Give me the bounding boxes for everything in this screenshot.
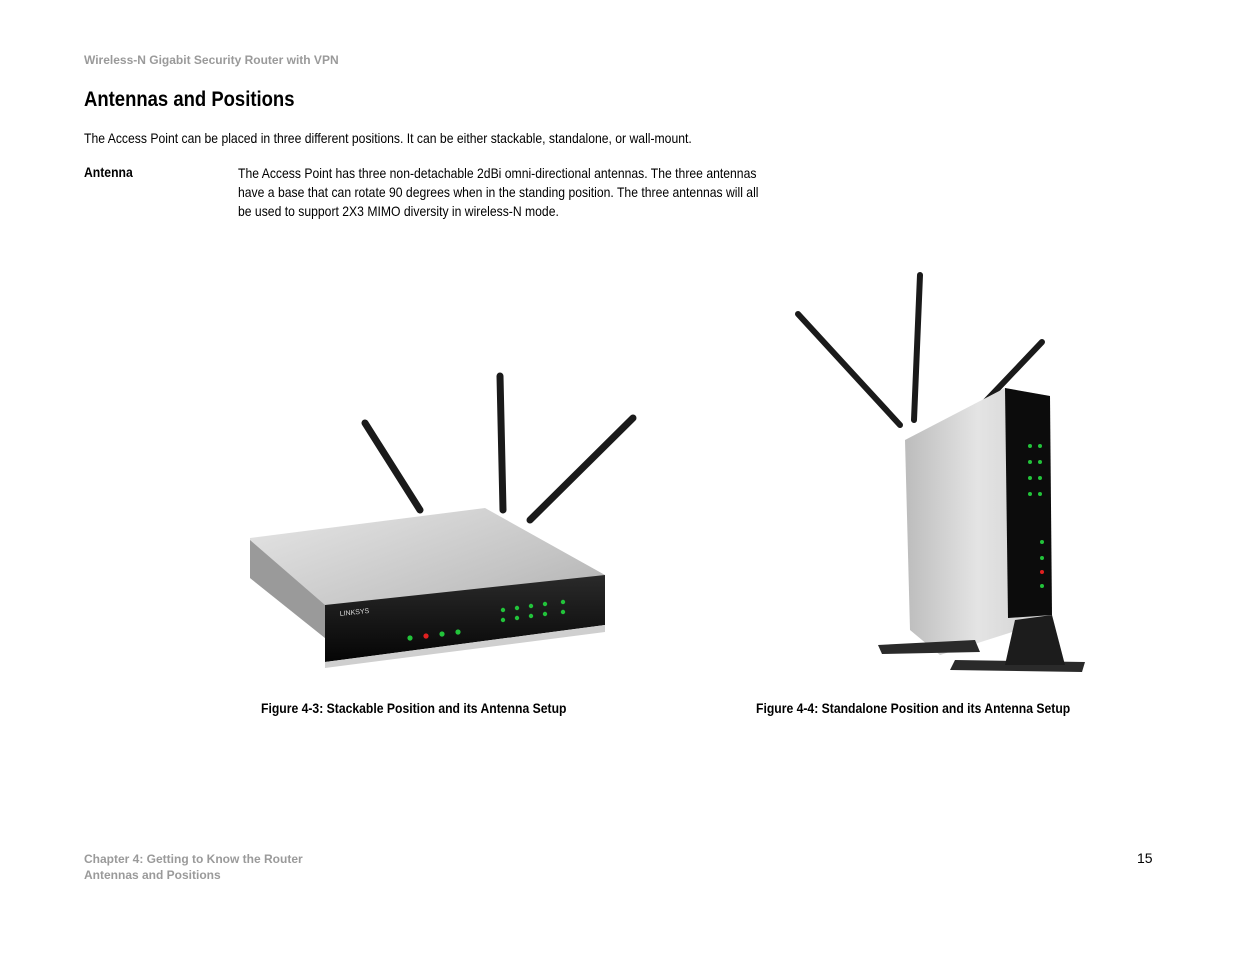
intro-paragraph: The Access Point can be placed in three … — [84, 130, 692, 146]
definition-description: The Access Point has three non-detachabl… — [238, 165, 759, 219]
antenna-center — [496, 372, 507, 514]
footer-left: Chapter 4: Getting to Know the Router An… — [84, 851, 303, 883]
antenna-right — [982, 339, 1045, 405]
status-leds — [407, 599, 566, 641]
svg-text:LINKSYS: LINKSYS — [339, 608, 369, 618]
stand-feet — [878, 615, 1085, 672]
page-number: 15 — [1137, 850, 1153, 866]
antenna-left — [361, 419, 424, 514]
antenna-right — [526, 414, 637, 524]
figure-caption-standalone: Figure 4-4: Standalone Position and its … — [756, 700, 1071, 716]
footer-section: Antennas and Positions — [84, 868, 221, 882]
antenna-left — [795, 311, 903, 428]
definition-term: Antenna — [84, 164, 133, 180]
status-leds — [1028, 444, 1044, 588]
footer-chapter: Chapter 4: Getting to Know the Router — [84, 852, 303, 866]
antenna-center — [911, 272, 923, 423]
figure-standalone-router-image — [795, 272, 1085, 672]
running-header: Wireless-N Gigabit Security Router with … — [84, 53, 339, 67]
figure-caption-stackable: Figure 4-3: Stackable Position and its A… — [261, 700, 567, 716]
section-title: Antennas and Positions — [84, 88, 295, 111]
figure-stackable-router-image: LINKSYS — [250, 372, 637, 668]
